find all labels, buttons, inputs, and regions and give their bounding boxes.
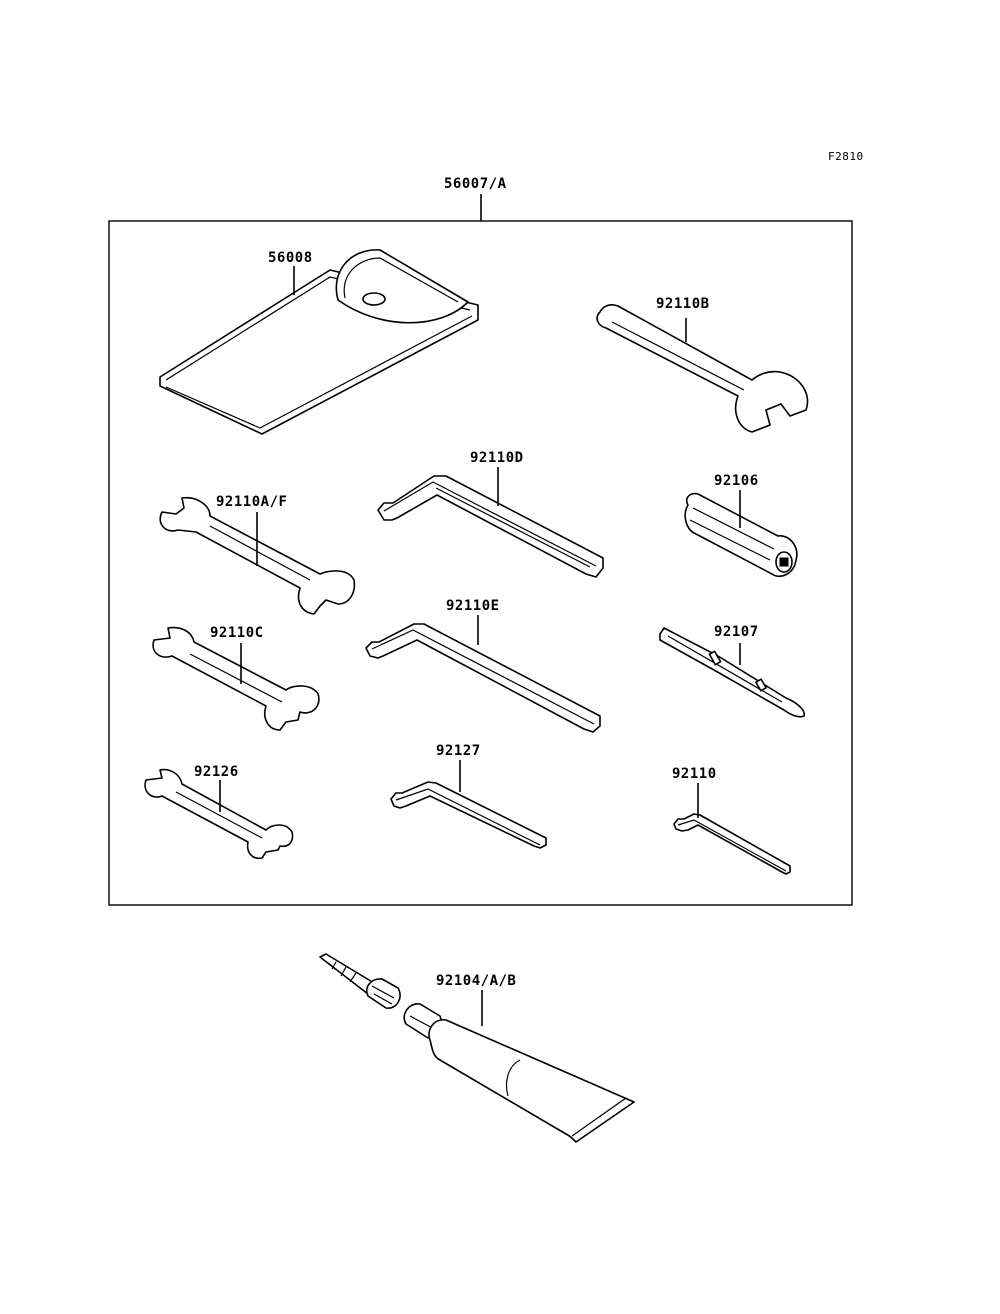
- hex-key-d-drawing: [377, 467, 604, 578]
- wrench-c-drawing: [152, 626, 320, 731]
- label-hex-tiny: 92110: [672, 766, 717, 782]
- hex-key-e-drawing: [365, 615, 601, 733]
- screwdriver-bit-drawing: [659, 627, 806, 718]
- label-wrench-af: 92110A/F: [216, 494, 288, 510]
- wrench-small-drawing: [144, 768, 294, 860]
- grease-tube-drawing: [319, 953, 635, 1143]
- label-wrench-small: 92126: [194, 764, 239, 780]
- figure-code: F2810: [828, 150, 864, 163]
- tool-case-drawing: [159, 249, 479, 435]
- wrench-b-drawing: [596, 304, 809, 433]
- label-hex-e: 92110E: [446, 598, 500, 614]
- label-case: 56008: [268, 250, 313, 266]
- label-wrench-b: 92110B: [656, 296, 710, 312]
- label-screwdriver-handle: 92106: [714, 473, 759, 489]
- label-kit: 56007/A: [444, 176, 507, 192]
- screwdriver-handle-drawing: [684, 490, 798, 578]
- label-screwdriver-bit: 92107: [714, 624, 759, 640]
- hex-key-tiny-drawing: [673, 783, 791, 875]
- label-grease-tube: 92104/A/B: [436, 973, 517, 989]
- label-hex-small: 92127: [436, 743, 481, 759]
- hex-key-small-drawing: [390, 760, 547, 849]
- wrench-af-drawing: [159, 496, 356, 615]
- label-wrench-c: 92110C: [210, 625, 264, 641]
- label-hex-d: 92110D: [470, 450, 524, 466]
